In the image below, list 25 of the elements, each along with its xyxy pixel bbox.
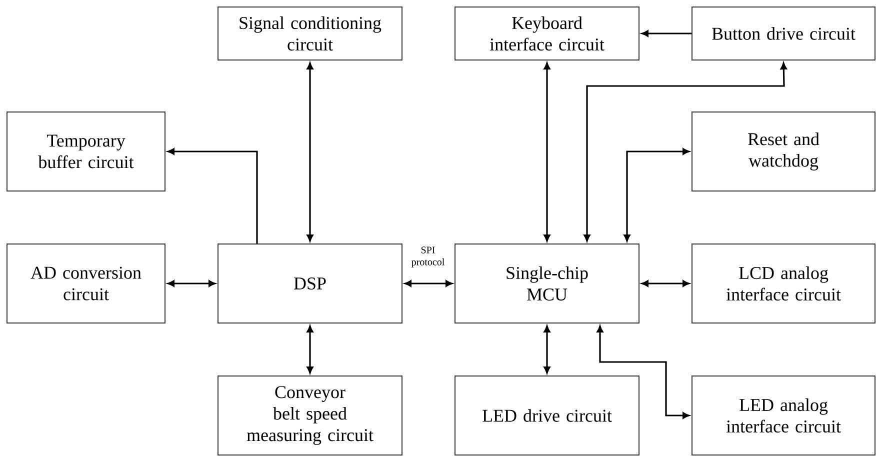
arrow [544,326,550,374]
process-box: LED drive circuit [454,376,640,456]
process-box: LED analog interface circuit [692,376,876,456]
process-box: Reset and watchdog [692,112,876,192]
arrow [306,326,314,374]
process-box: AD conversion circuit [6,244,166,324]
arrow [168,148,258,244]
arrow [584,62,787,242]
process-box: Conveyor belt speed measuring circuit [218,376,402,456]
process-box: LCD analog interface circuit [692,244,876,324]
process-box: Single-chip MCU [454,244,640,324]
edge-label: SPI protocol [408,246,448,268]
process-box: Button drive circuit [692,6,876,60]
arrow [306,62,314,242]
arrow [624,148,690,242]
process-box: Temporary buffer circuit [6,112,166,192]
process-box: Keyboard interface circuit [454,6,640,60]
process-box: DSP [218,244,402,324]
arrow [642,280,690,287]
arrow [404,280,452,287]
arrow [544,62,550,242]
arrow [168,280,216,287]
process-box: Signal conditioning circuit [218,6,402,60]
arrow [642,30,692,37]
arrow [596,326,690,419]
